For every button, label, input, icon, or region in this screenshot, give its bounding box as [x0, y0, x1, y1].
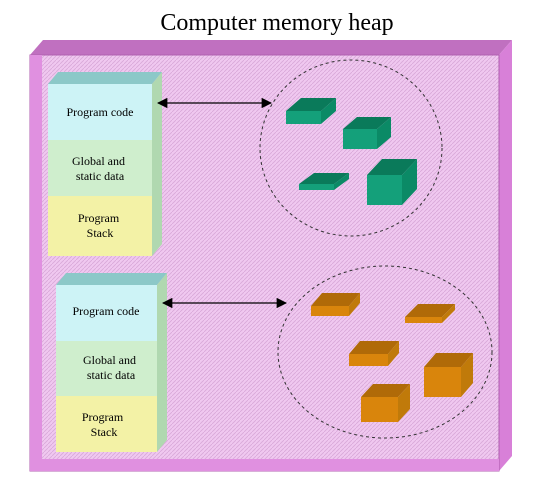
- process-2-program-code-block: [56, 285, 157, 341]
- heap-side-face: [499, 40, 512, 471]
- process-2-heap-region: [277, 265, 493, 439]
- process-1-program-stack-label: Program Stack: [78, 211, 122, 240]
- green-heap-object: [286, 98, 336, 124]
- heap-left-edge: [30, 55, 42, 471]
- process-1-program-code-label: Program code: [67, 105, 134, 119]
- process-2-program-code-label: Program code: [73, 304, 140, 318]
- diagram-title: Computer memory heap: [160, 10, 393, 36]
- process-1-global-static-label: Global and static data: [72, 154, 128, 183]
- process-2-global-static-block: [56, 341, 157, 396]
- green-heap-object: [299, 173, 349, 190]
- process-2-memory-stack: Program code Global and static data Prog…: [56, 273, 167, 452]
- process-2-global-static-label: Global and static data: [83, 353, 139, 382]
- process-2-stack-top: [56, 273, 167, 285]
- process-2-stack-side: [157, 273, 167, 452]
- process-1-program-stack-block: [48, 196, 152, 256]
- orange-heap-object: [405, 304, 455, 323]
- process-1-stack-side: [152, 72, 162, 256]
- orange-heap-object: [424, 353, 473, 397]
- orange-heap-object: [349, 341, 399, 366]
- process-1-stack-top: [48, 72, 162, 84]
- process-1-program-code-block: [48, 84, 152, 140]
- process-1-memory-stack: Program code Global and static data Prog…: [48, 72, 162, 256]
- heap-top-face: [30, 40, 512, 55]
- orange-heap-object: [311, 293, 360, 316]
- process-1: Program code Global and static data Prog…: [48, 59, 443, 256]
- heap-bottom-edge: [30, 459, 499, 471]
- process-1-heap-objects: [286, 98, 417, 205]
- process-2-program-stack-block: [56, 396, 157, 452]
- process-1-heap-region: [259, 59, 443, 237]
- process-2-heap-objects: [311, 293, 473, 422]
- green-heap-object: [367, 159, 417, 205]
- process-1-global-static-block: [48, 140, 152, 196]
- orange-heap-object: [361, 384, 410, 422]
- process-2: Program code Global and static data Prog…: [56, 265, 493, 452]
- process-2-program-stack-label: Program Stack: [82, 410, 126, 439]
- green-heap-object: [343, 117, 391, 149]
